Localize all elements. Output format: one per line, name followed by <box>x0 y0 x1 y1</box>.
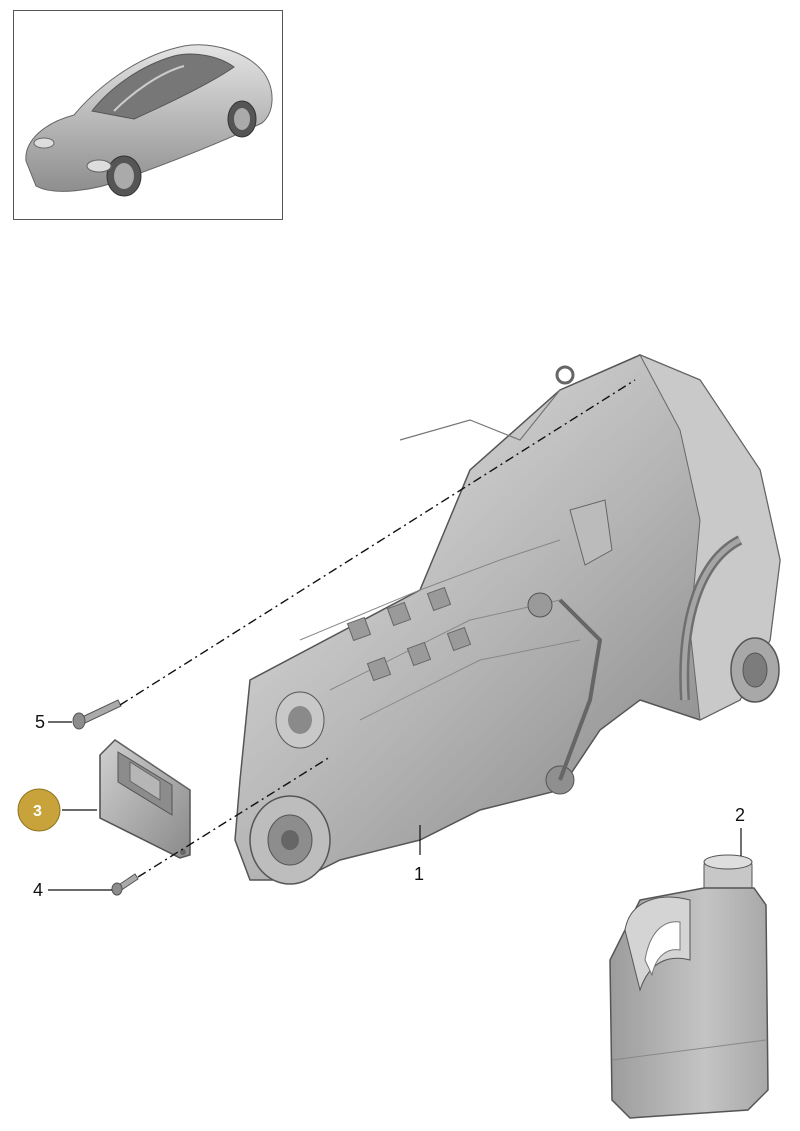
callout-3[interactable]: 3 <box>33 803 42 820</box>
bolt-5-illustration <box>72 699 122 730</box>
callout-2[interactable]: 2 <box>735 805 745 825</box>
bolt-4-illustration <box>111 873 139 896</box>
callout-3-badge[interactable]: 3 <box>17 788 61 832</box>
callout-4[interactable]: 4 <box>33 880 43 900</box>
vehicle-thumbnail <box>13 10 283 220</box>
car-image <box>25 44 273 197</box>
oil-bottle-illustration <box>609 854 769 1119</box>
callout-1[interactable]: 1 <box>414 864 424 884</box>
bracket-illustration <box>99 739 191 859</box>
assembly-line-upper <box>119 379 636 706</box>
callout-5[interactable]: 5 <box>35 712 45 732</box>
transmission-illustration <box>234 354 781 885</box>
